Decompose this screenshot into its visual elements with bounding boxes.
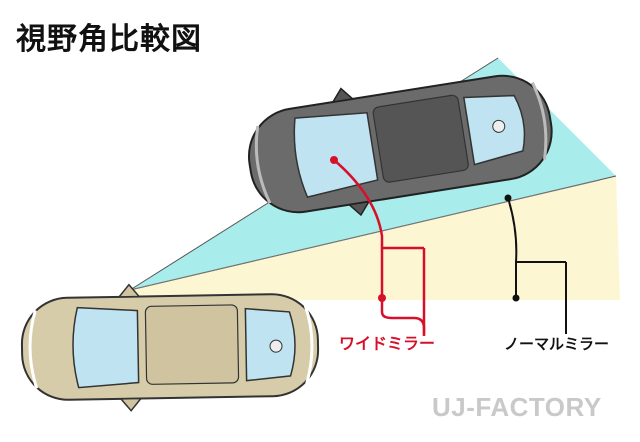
normal-mirror-zone (130, 176, 620, 300)
normal-mirror-label: ノーマルミラー (504, 335, 610, 353)
normal-mirror-dot-bottom (512, 294, 520, 302)
wide-mirror-leader-upper (333, 159, 384, 298)
gray-car-topview-icon (247, 74, 553, 217)
normal-ray (129, 179, 601, 291)
beige-car-topview-icon (20, 283, 320, 412)
page-title: 視野角比較図 (16, 22, 202, 57)
wide-mirror-label: ワイドミラー (339, 334, 436, 353)
brand-watermark: UJ-FACTORY (432, 392, 602, 422)
